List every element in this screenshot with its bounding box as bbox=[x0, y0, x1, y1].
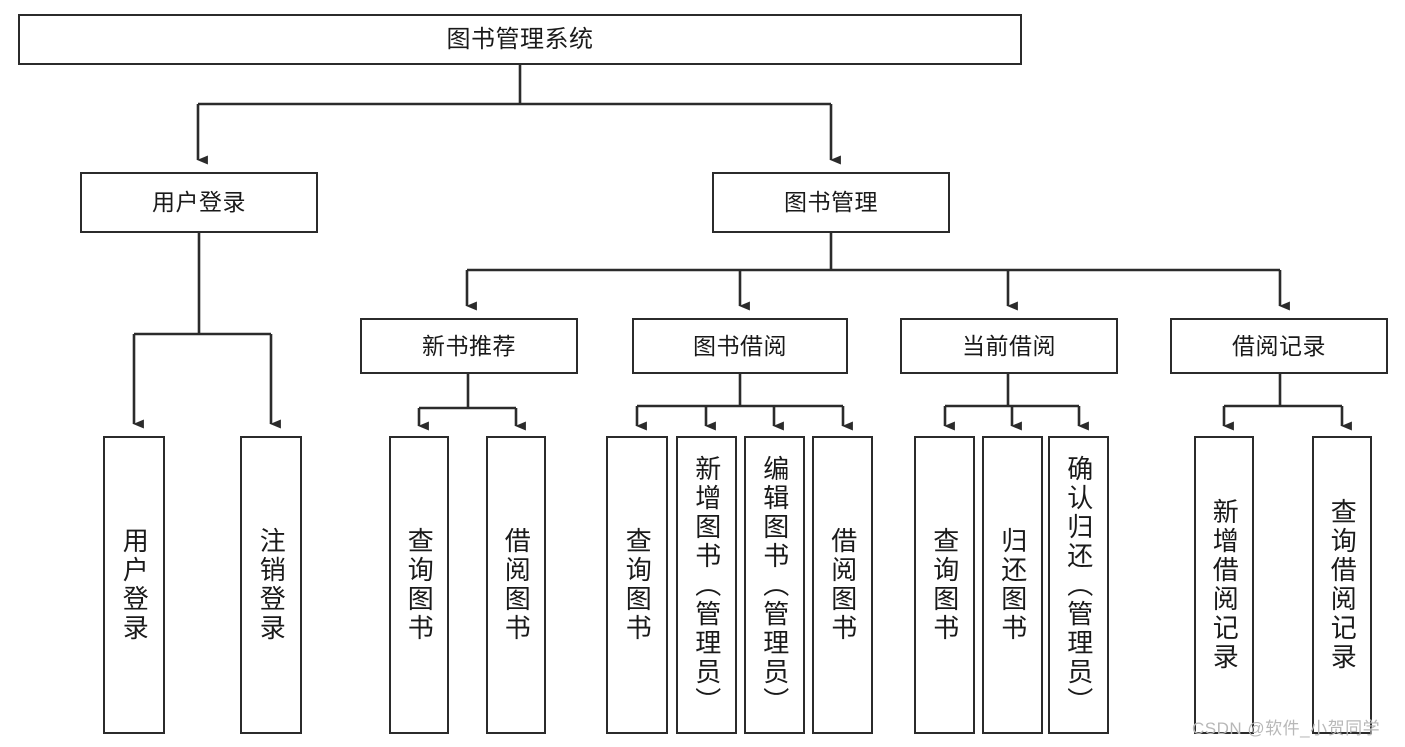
node-leaf-user-logout-label: 注销登录 bbox=[256, 527, 287, 643]
node-leaf-query-book-3[interactable]: 查询图书 bbox=[914, 436, 975, 734]
node-leaf-add-borrow-record-label: 新增借阅记录 bbox=[1209, 498, 1240, 672]
node-leaf-borrow-book-2-label: 借阅图书 bbox=[827, 527, 858, 643]
node-root[interactable]: 图书管理系统 bbox=[18, 14, 1022, 65]
node-leaf-edit-book-admin-label: 编辑图书（管理员） bbox=[759, 454, 790, 716]
node-leaf-return-book-label: 归还图书 bbox=[997, 527, 1028, 643]
node-user-login-label: 用户登录 bbox=[152, 189, 246, 216]
node-leaf-add-book-admin-label: 新增图书（管理员） bbox=[691, 454, 722, 716]
node-leaf-query-book-1[interactable]: 查询图书 bbox=[389, 436, 449, 734]
node-leaf-query-book-2[interactable]: 查询图书 bbox=[606, 436, 668, 734]
node-leaf-query-book-1-label: 查询图书 bbox=[404, 527, 435, 643]
node-borrow-record-label: 借阅记录 bbox=[1232, 332, 1326, 359]
node-new-book-recommend-label: 新书推荐 bbox=[422, 332, 516, 359]
node-leaf-user-login-label: 用户登录 bbox=[119, 527, 150, 643]
node-book-borrow[interactable]: 图书借阅 bbox=[632, 318, 848, 374]
node-leaf-confirm-return-admin[interactable]: 确认归还（管理员） bbox=[1048, 436, 1109, 734]
node-current-borrow-label: 当前借阅 bbox=[962, 332, 1056, 359]
node-book-borrow-label: 图书借阅 bbox=[693, 332, 787, 359]
node-user-login[interactable]: 用户登录 bbox=[80, 172, 318, 233]
node-leaf-borrow-book-2[interactable]: 借阅图书 bbox=[812, 436, 873, 734]
csdn-watermark: CSDN @软件_小贺同学 bbox=[1192, 719, 1381, 738]
node-leaf-query-borrow-record-label: 查询借阅记录 bbox=[1327, 498, 1358, 672]
node-leaf-add-book-admin[interactable]: 新增图书（管理员） bbox=[676, 436, 737, 734]
node-leaf-edit-book-admin[interactable]: 编辑图书（管理员） bbox=[744, 436, 805, 734]
node-current-borrow[interactable]: 当前借阅 bbox=[900, 318, 1118, 374]
node-book-manage[interactable]: 图书管理 bbox=[712, 172, 950, 233]
node-leaf-borrow-book-1-label: 借阅图书 bbox=[501, 527, 532, 643]
node-leaf-query-book-3-label: 查询图书 bbox=[929, 527, 960, 643]
node-borrow-record[interactable]: 借阅记录 bbox=[1170, 318, 1388, 374]
node-root-label: 图书管理系统 bbox=[446, 25, 594, 53]
node-leaf-query-book-2-label: 查询图书 bbox=[622, 527, 653, 643]
node-leaf-borrow-book-1[interactable]: 借阅图书 bbox=[486, 436, 546, 734]
node-new-book-recommend[interactable]: 新书推荐 bbox=[360, 318, 578, 374]
node-leaf-user-login[interactable]: 用户登录 bbox=[103, 436, 165, 734]
node-leaf-return-book[interactable]: 归还图书 bbox=[982, 436, 1043, 734]
node-book-manage-label: 图书管理 bbox=[784, 189, 878, 216]
node-leaf-add-borrow-record[interactable]: 新增借阅记录 bbox=[1194, 436, 1254, 734]
node-leaf-query-borrow-record[interactable]: 查询借阅记录 bbox=[1312, 436, 1372, 734]
node-leaf-confirm-return-admin-label: 确认归还（管理员） bbox=[1063, 454, 1094, 716]
node-leaf-user-logout[interactable]: 注销登录 bbox=[240, 436, 302, 734]
